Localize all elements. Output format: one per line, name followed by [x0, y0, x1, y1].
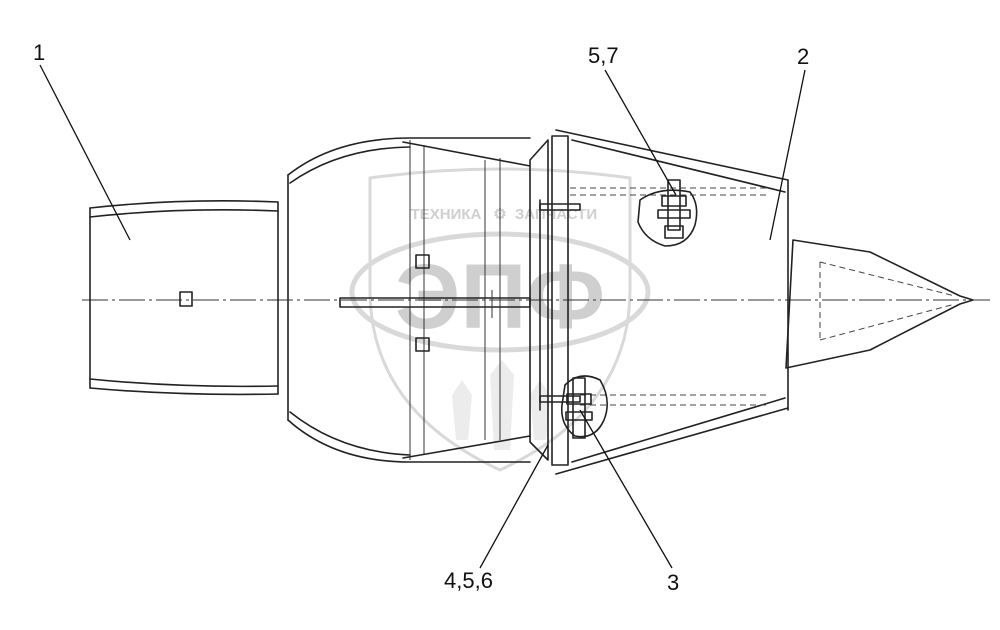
callout-parts-5-7: 5,7: [588, 43, 619, 68]
leader-3: [579, 409, 673, 569]
part-2-cone: [555, 129, 974, 475]
callout-part-2: 2: [797, 44, 810, 69]
bolt-detail-top: [637, 179, 698, 247]
callout-part-3: 3: [667, 570, 680, 595]
main-housing: [287, 137, 531, 463]
leader-5-7: [604, 69, 677, 196]
callout-part-1: 1: [33, 40, 46, 65]
bolt-detail-bottom: [560, 375, 608, 439]
leader-4-5-6: [479, 444, 549, 569]
watermark-line-1: ТЕХНИКА: [411, 206, 482, 223]
leader-2: [769, 69, 806, 241]
part-1-sleeve: [89, 200, 279, 396]
watermark-line-2: ЗАПЧАСТИ: [515, 206, 597, 223]
callout-parts-4-5-6: 4,5,6: [444, 568, 493, 593]
leader-lines: [39, 64, 806, 569]
flange-plate: [529, 135, 581, 466]
leader-1: [39, 64, 131, 241]
